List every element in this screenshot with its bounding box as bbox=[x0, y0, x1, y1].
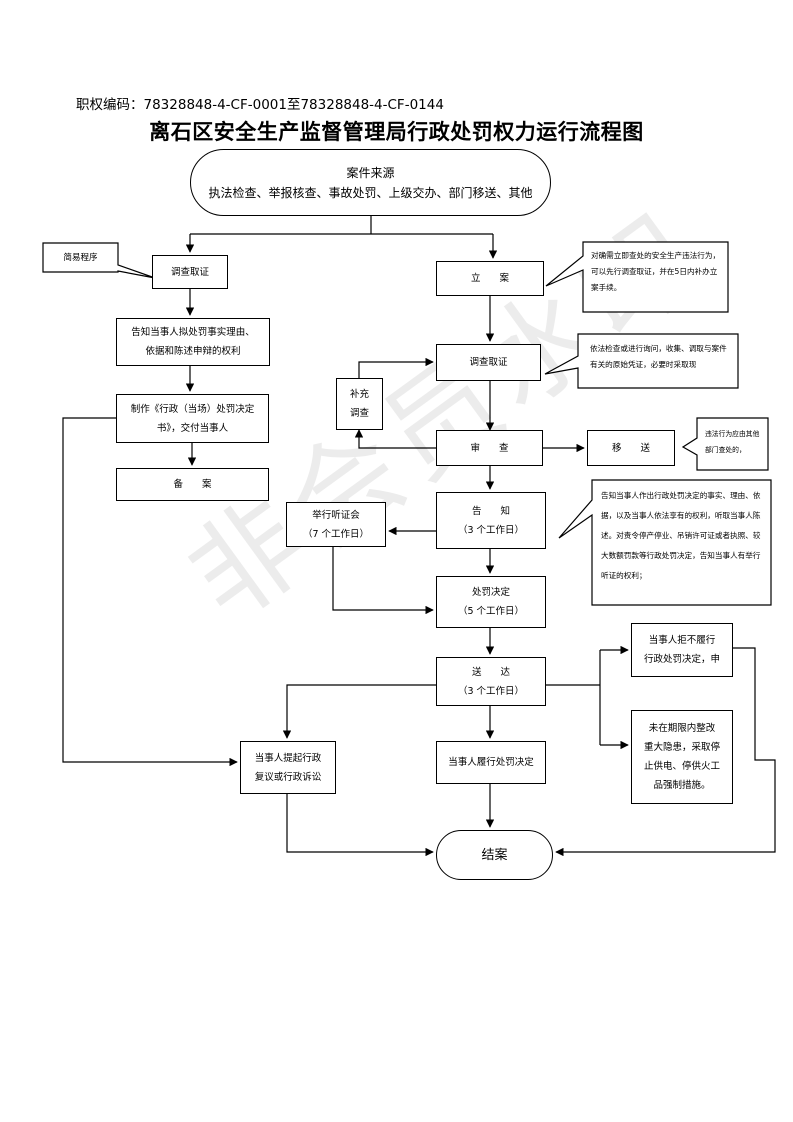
refuse-line1: 当事人拒不履行 bbox=[648, 635, 716, 646]
simple-procedure-label: 简易程序 bbox=[63, 252, 98, 263]
enforce-node: 未在期限内整改 重大隐患，采取停 止供电、停供火工 品强制措施。 bbox=[631, 710, 733, 804]
refuse-line2: 行政处罚决定，申 bbox=[643, 654, 720, 665]
deliver-label: 送 达 bbox=[471, 666, 510, 678]
close-case-node: 结案 bbox=[436, 830, 553, 880]
perform-node: 当事人履行处罚决定 bbox=[436, 741, 546, 784]
notify-label: 告 知 bbox=[471, 505, 510, 517]
simple-procedure-callout: 简易程序 bbox=[43, 243, 118, 272]
make-decision-line2: 书》，交付当事人 bbox=[156, 422, 229, 434]
appeal-node: 当事人提起行政 复议或行政诉讼 bbox=[240, 741, 336, 794]
transfer-label: 移 送 bbox=[611, 442, 650, 454]
deliver-node: 送 达 （3 个工作日） bbox=[436, 657, 546, 706]
notify-node: 告 知 （3 个工作日） bbox=[436, 492, 546, 549]
inform-left-line2: 依据和陈述申辩的权利 bbox=[145, 346, 241, 357]
register-note: 对确需立即查处的安全生产违法行为，可以先行调查取证，并在5日内补办立案手续。 bbox=[591, 251, 721, 292]
investigate-right-label: 调查取证 bbox=[469, 357, 508, 368]
decision-days: （5 个工作日） bbox=[457, 606, 525, 617]
file-record-label: 备 案 bbox=[173, 479, 212, 490]
transfer-node: 移 送 bbox=[587, 430, 675, 466]
investigate-left-node: 调查取证 bbox=[152, 255, 228, 289]
review-label: 审 查 bbox=[470, 442, 509, 454]
decision-label: 处罚决定 bbox=[471, 587, 510, 598]
case-source-list: 执法检查、举报核查、事故处罚、上级交办、部门移送、其他 bbox=[208, 185, 533, 200]
investigate-left-label: 调查取证 bbox=[170, 266, 209, 278]
review-node: 审 查 bbox=[436, 430, 543, 466]
enforce-line1: 未在期限内整改 bbox=[648, 723, 716, 734]
case-source-title: 案件来源 bbox=[346, 165, 395, 180]
register-node: 立 案 bbox=[436, 261, 544, 296]
make-decision-node: 制作《行政（当场）处罚决定 书》，交付当事人 bbox=[116, 394, 269, 443]
supplement-line2: 调查 bbox=[349, 408, 369, 419]
deliver-days: （3 个工作日） bbox=[457, 685, 525, 697]
file-record-node: 备 案 bbox=[116, 468, 269, 501]
register-label: 立 案 bbox=[470, 273, 509, 284]
make-decision-line1: 制作《行政（当场）处罚决定 bbox=[130, 403, 255, 415]
appeal-line2: 复议或行政诉讼 bbox=[254, 771, 322, 783]
page-title: 离石区安全生产监督管理局行政处罚权力运行流程图 bbox=[149, 119, 644, 144]
inform-left-line1: 告知当事人拟处罚事实理由、 bbox=[131, 327, 255, 338]
notify-days: （3 个工作日） bbox=[457, 524, 525, 536]
enforce-line2: 重大隐患，采取停 bbox=[643, 742, 720, 753]
refuse-node: 当事人拒不履行 行政处罚决定，申 bbox=[631, 623, 733, 677]
transfer-note: 违法行为应由其他部门查处的， bbox=[705, 430, 760, 454]
investigate-note: 依法检查或进行询问，收集、调取与案件有关的原始凭证，必要时采取现 bbox=[590, 344, 727, 369]
perform-label: 当事人履行处罚决定 bbox=[448, 757, 534, 768]
enforce-line3: 止供电、停供火工 bbox=[643, 761, 720, 772]
appeal-line1: 当事人提起行政 bbox=[254, 752, 322, 764]
enforce-line4: 品强制措施。 bbox=[653, 780, 711, 791]
supplement-line1: 补充 bbox=[349, 389, 369, 400]
case-source-node: 案件来源 执法检查、举报核查、事故处罚、上级交办、部门移送、其他 bbox=[190, 149, 551, 216]
hearing-node: 举行听证会 （7 个工作日） bbox=[286, 502, 386, 547]
hearing-label: 举行听证会 bbox=[312, 509, 360, 521]
inform-left-node: 告知当事人拟处罚事实理由、 依据和陈述申辩的权利 bbox=[116, 318, 270, 366]
supplement-node: 补充 调查 bbox=[336, 378, 383, 430]
hearing-days: （7 个工作日） bbox=[302, 528, 370, 540]
decision-node: 处罚决定 （5 个工作日） bbox=[436, 576, 546, 628]
close-case-label: 结案 bbox=[481, 847, 508, 863]
authority-code: 职权编码：78328848-4-CF-0001至78328848-4-CF-01… bbox=[76, 97, 444, 113]
notify-note: 告知当事人作出行政处罚决定的事实、理由、依据，以及当事人依法享有的权利，听取当事… bbox=[601, 491, 761, 580]
investigate-right-node: 调查取证 bbox=[436, 344, 541, 381]
